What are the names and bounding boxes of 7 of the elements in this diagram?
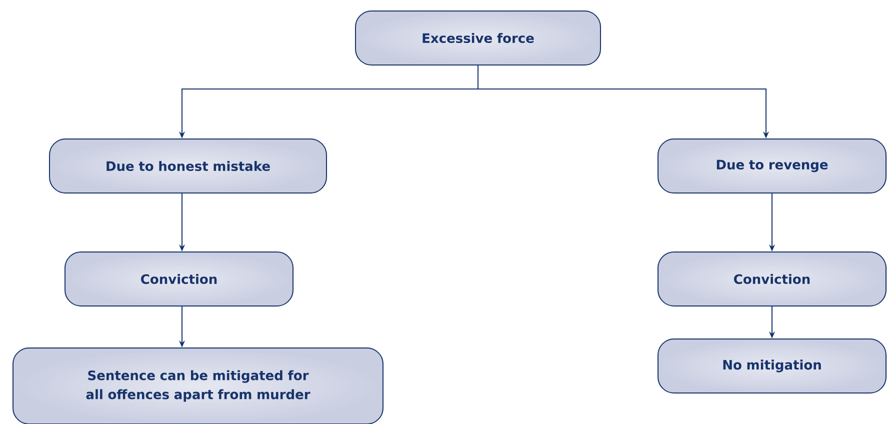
process-box: No mitigation: [658, 338, 886, 394]
process-box: Due to honest mistake: [49, 138, 327, 194]
process-box: Sentence can be mitigated for all offences apart from murder: [12, 348, 384, 424]
process-box: Conviction: [64, 252, 294, 306]
process-box: Due to revenge: [658, 138, 886, 194]
process-box: Conviction: [658, 252, 886, 306]
process-box: Excessive force: [355, 10, 601, 66]
